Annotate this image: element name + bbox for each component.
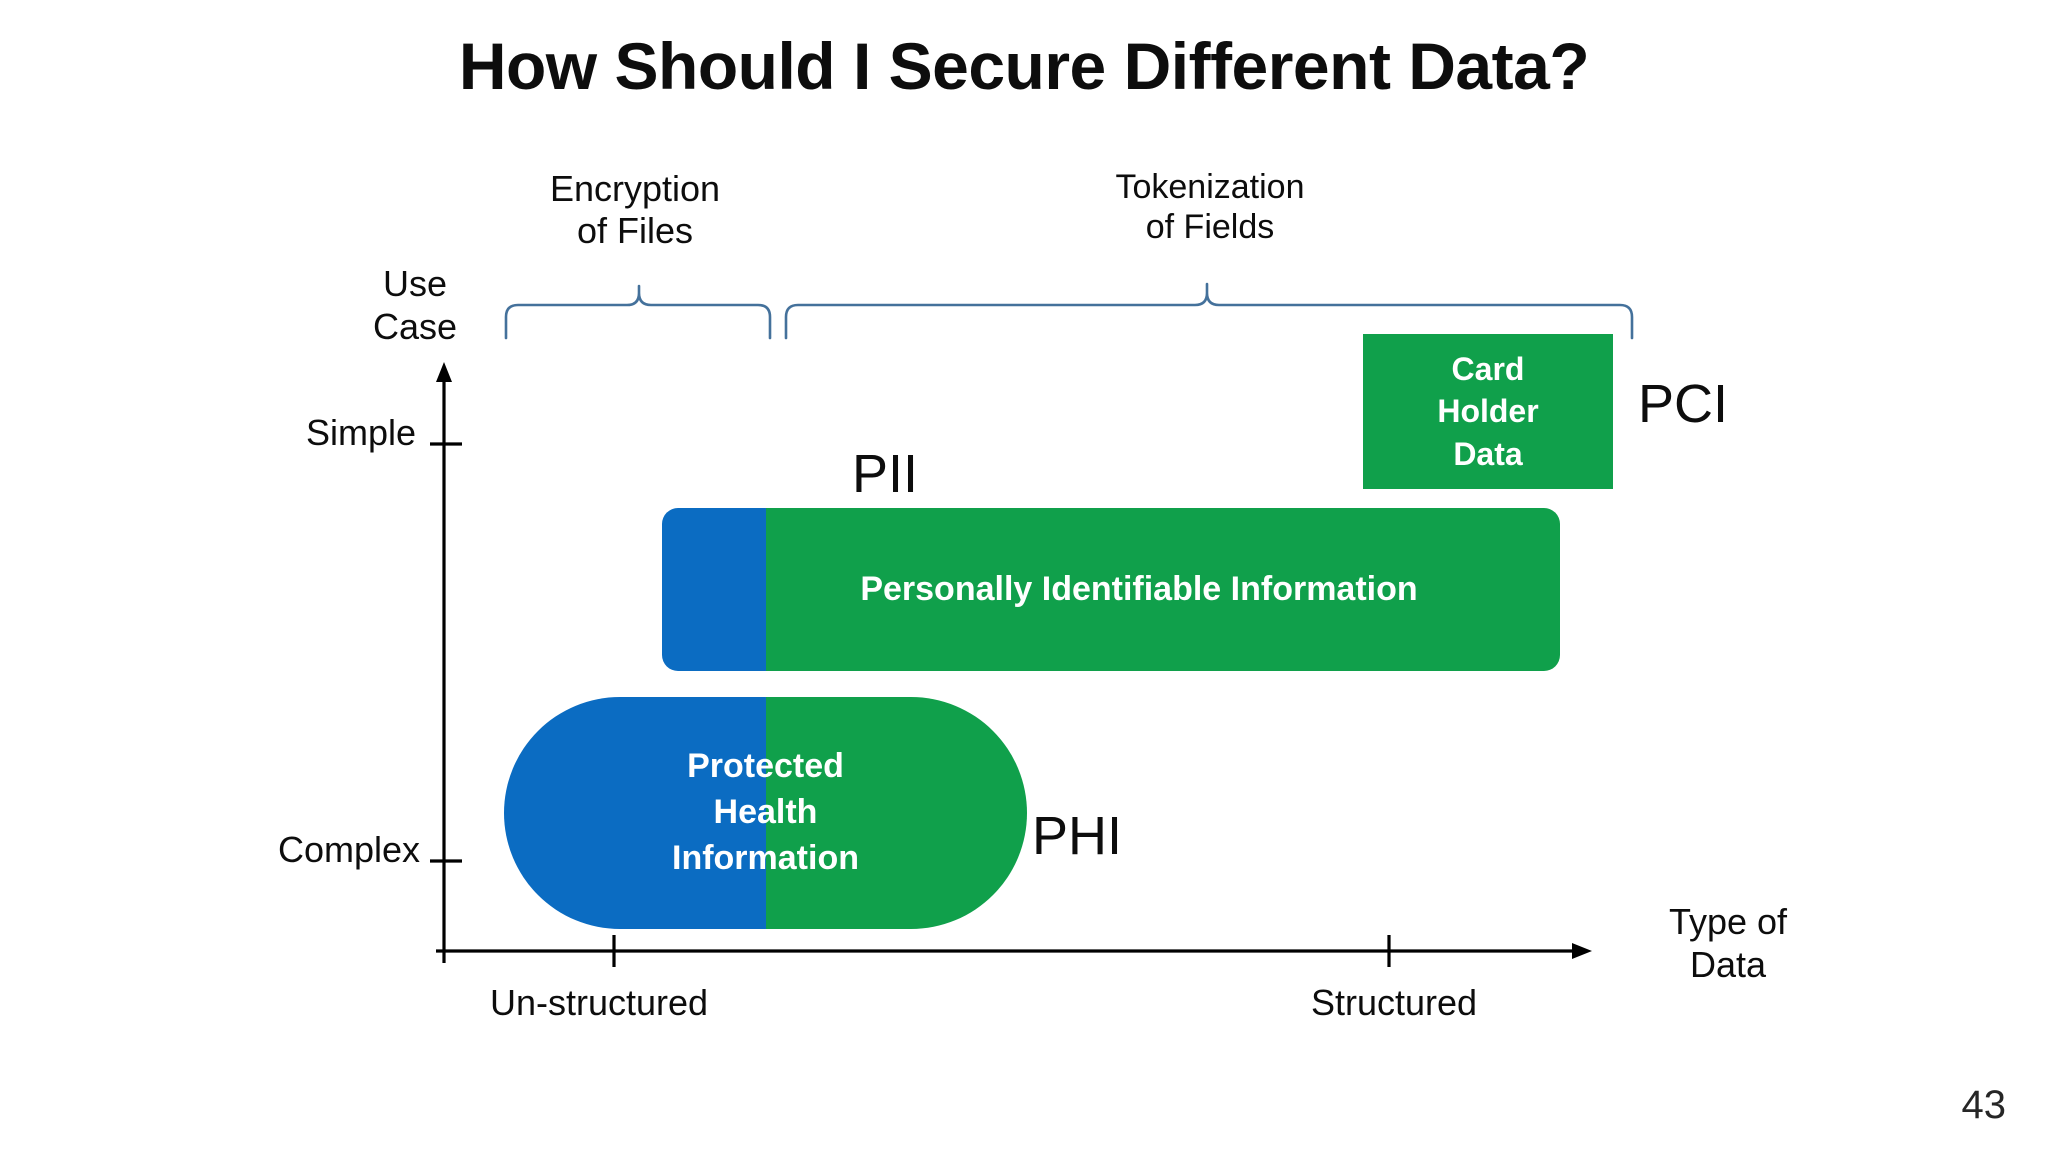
brace-label-tokenization: Tokenization of Fields: [1020, 168, 1400, 248]
data-shape-phi: [504, 697, 1027, 929]
brace-label-tokenization-line1: Tokenization: [1115, 168, 1305, 206]
y-axis-title: Use Case: [330, 262, 500, 348]
y-axis-title-line2: Case: [372, 306, 458, 348]
pii-segment-green: Personally Identifiable Information: [766, 508, 1560, 671]
y-tick-label-simple: Simple: [306, 412, 417, 453]
pii-text: Personally Identifiable Information: [860, 570, 1418, 608]
category-label-pii: PII: [852, 444, 919, 504]
brace-encryption-icon: [504, 284, 772, 340]
x-axis: [436, 935, 1592, 967]
x-tick-label-unstructured: Un-structured: [490, 982, 709, 1023]
pii-segment-blue: [662, 508, 766, 671]
x-tick-label-structured: Structured: [1311, 982, 1478, 1023]
phi-segment-blue: [504, 697, 766, 929]
brace-label-encryption-line2: of Files: [576, 210, 694, 252]
x-axis-title-line1: Type of: [1668, 901, 1788, 942]
brace-label-tokenization-line2: of Fields: [1145, 207, 1275, 246]
pci-line3: Data: [1453, 435, 1523, 472]
phi-segment-green: [765, 697, 1027, 929]
y-axis-title-line1: Use: [382, 263, 448, 304]
pci-line1: Card: [1451, 351, 1525, 388]
category-label-phi: PHI: [1032, 806, 1123, 866]
pci-line2: Holder: [1437, 393, 1539, 430]
brace-label-encryption: Encryption of Files: [470, 168, 800, 252]
data-shape-pii: Personally Identifiable Information: [662, 508, 1560, 671]
x-axis-title-line2: Data: [1689, 944, 1767, 986]
y-axis: [430, 362, 462, 963]
slide-number: 43: [1961, 1083, 2007, 1127]
x-axis-title: Type of Data: [1628, 900, 1828, 986]
brace-tokenization-icon: [784, 282, 1634, 340]
brace-label-encryption-line1: Encryption: [549, 168, 721, 209]
page-title: How Should I Secure Different Data?: [458, 29, 1590, 103]
data-shape-pci: Card Holder Data: [1363, 334, 1613, 489]
category-label-pci: PCI: [1638, 374, 1729, 434]
y-tick-label-complex: Complex: [278, 829, 421, 870]
